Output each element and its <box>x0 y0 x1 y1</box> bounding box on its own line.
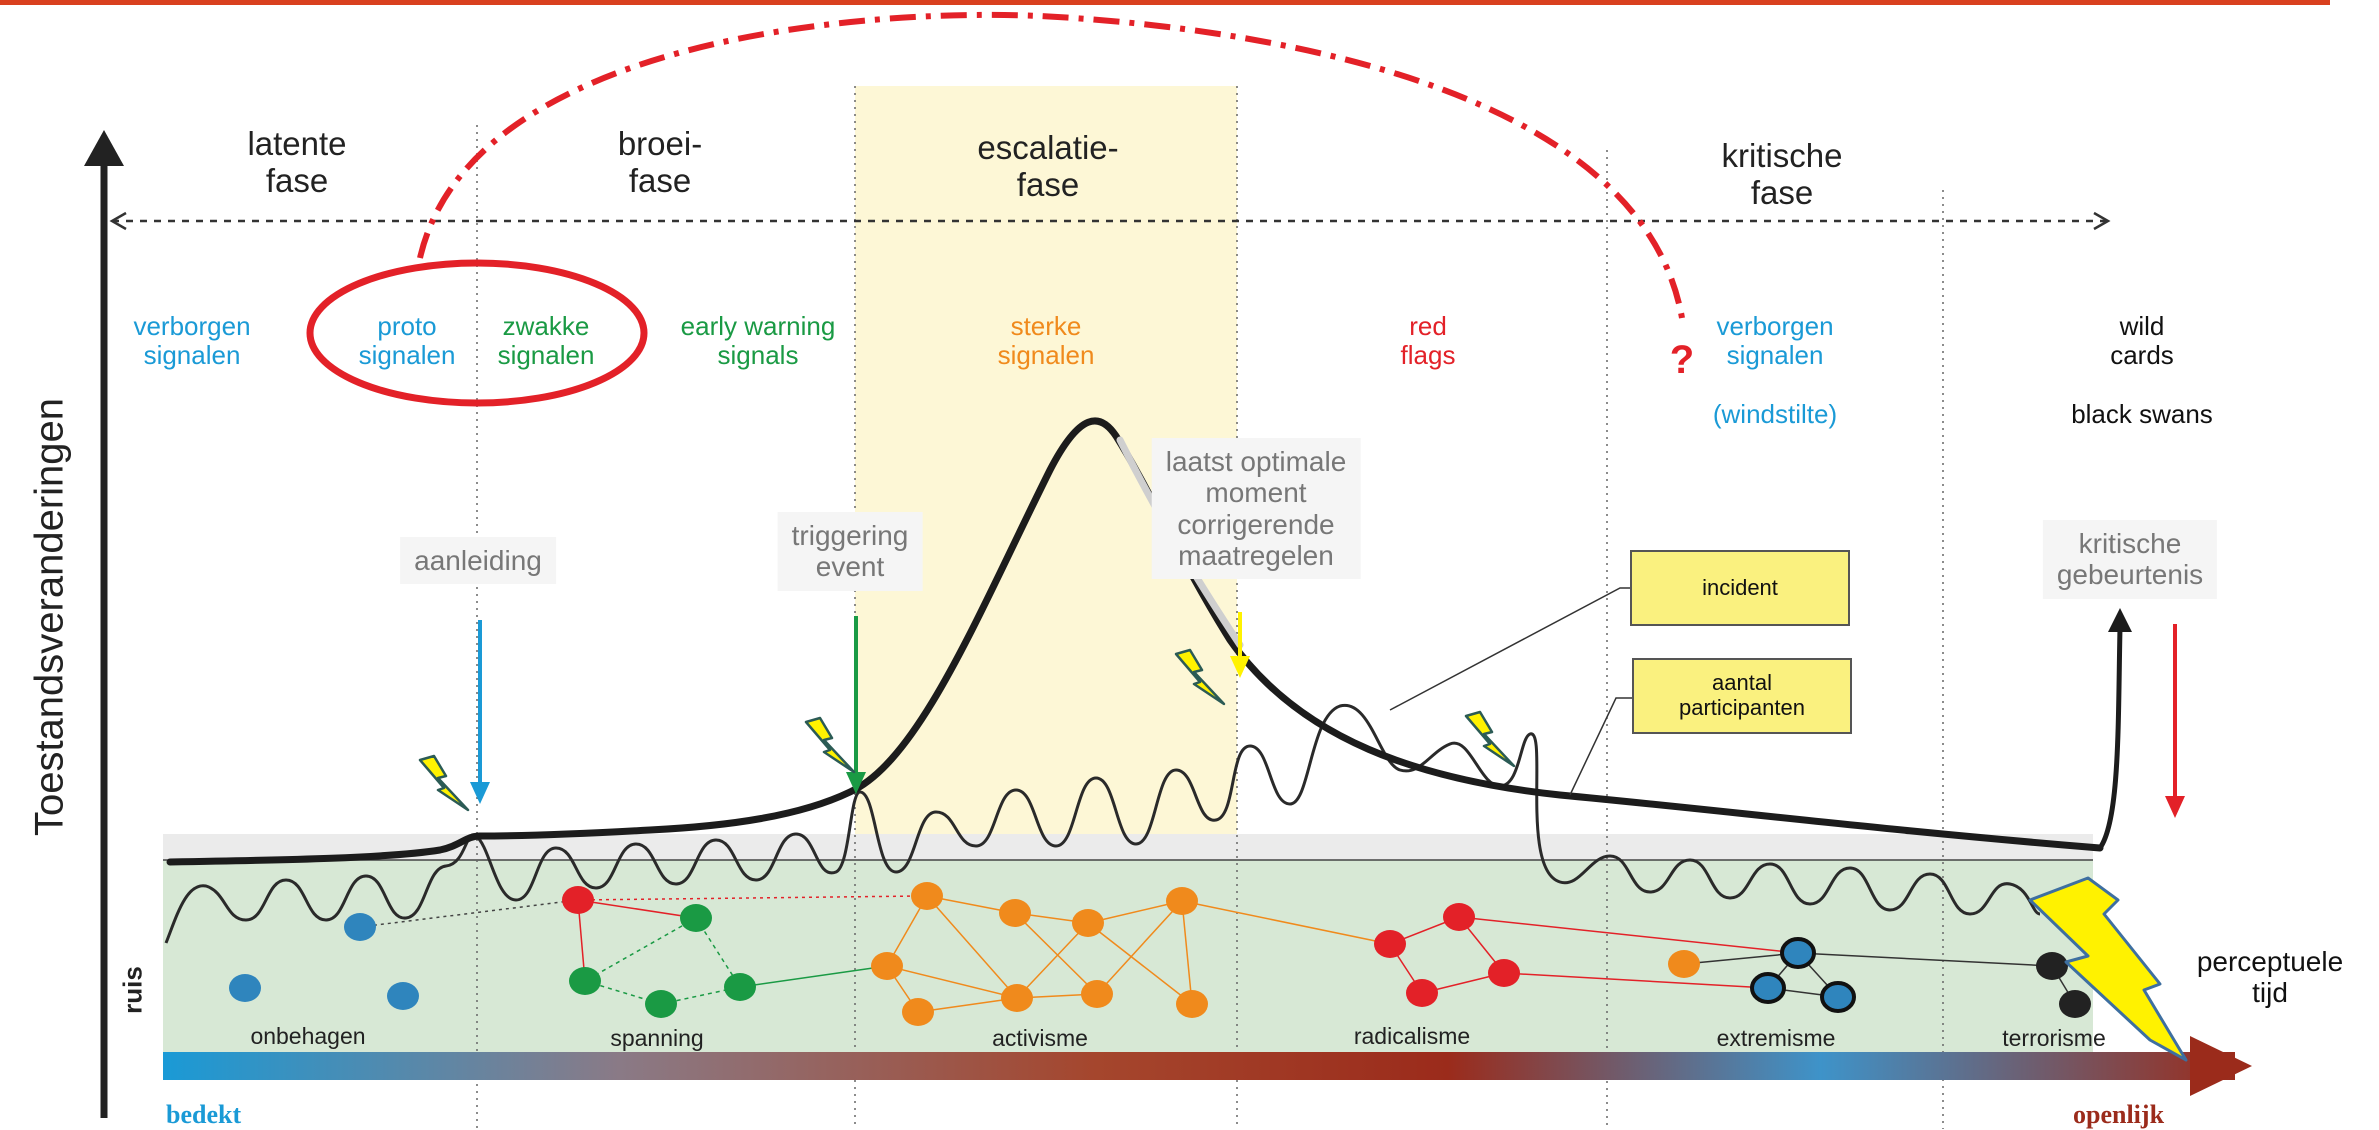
time-axis <box>163 1036 2252 1096</box>
node-blue <box>387 982 419 1010</box>
category-label: activisme <box>992 1025 1088 1051</box>
node-red <box>1443 903 1475 931</box>
box-leaders <box>1389 587 1642 796</box>
lightning-icon <box>1174 648 1226 706</box>
label-early-warning-signals: early warning signals <box>680 311 836 371</box>
lightning-icon <box>418 754 470 812</box>
node-orange <box>911 882 943 910</box>
callout-trigger: triggering event <box>777 512 923 591</box>
node-orange <box>1166 887 1198 915</box>
node-orange <box>902 998 934 1026</box>
node-dark <box>2036 952 2068 980</box>
final-rise-curve <box>2097 627 2123 850</box>
node-blue-outlined <box>1780 937 1816 969</box>
big-lightning-icon <box>2028 876 2188 1062</box>
lightning-icon <box>804 716 856 774</box>
signal-curve <box>166 417 2104 866</box>
proto-weak-ellipse <box>306 259 648 407</box>
node-red <box>1488 959 1520 987</box>
node-green <box>645 990 677 1018</box>
time-axis-end: openlijk <box>2073 1100 2165 1129</box>
node-green <box>569 967 601 995</box>
node-red <box>1374 930 1406 958</box>
node-green <box>724 973 756 1001</box>
label-black-swans: black swans <box>2071 399 2213 429</box>
noise-label: ruis <box>117 966 148 1014</box>
lightning-icon <box>1464 710 1516 768</box>
node-red <box>562 886 594 914</box>
category-label: spanning <box>610 1025 704 1051</box>
node-orange <box>1072 909 1104 937</box>
callout-critical-event: kritische gebeurtenis <box>2042 520 2218 599</box>
time-axis-label: perceptuele tijd <box>2196 946 2344 1009</box>
callout-occasion: aanleiding <box>400 537 556 585</box>
label-calm: (windstilte) <box>1712 399 1838 429</box>
node-red <box>1406 979 1438 1007</box>
node-blue <box>344 913 376 941</box>
node-orange <box>1001 984 1033 1012</box>
network-nodes <box>229 882 2091 1026</box>
question-mark: ? <box>1669 338 1695 382</box>
label-red-flags: red flags <box>1400 311 1456 371</box>
top-rule <box>0 0 2330 5</box>
node-dark <box>2059 990 2091 1018</box>
node-orange <box>1081 980 1113 1008</box>
label-strong-signals: sterke signalen <box>997 311 1095 371</box>
label-weak-signals: zwakke signalen <box>497 311 595 371</box>
node-blue <box>229 974 261 1002</box>
label-hidden-signals-left: verborgen signalen <box>133 311 251 371</box>
category-label: radicalisme <box>1353 1023 1471 1049</box>
box-participants: aantal participanten <box>1632 658 1852 734</box>
y-axis <box>84 130 124 1118</box>
label-wild-cards: wild cards <box>2110 311 2174 371</box>
node-green <box>680 904 712 932</box>
phase-span-arrow <box>109 211 2111 231</box>
node-orange <box>1176 990 1208 1018</box>
label-hidden-signals-right: verborgen signalen <box>1716 311 1834 371</box>
y-axis-label: Toestandsveranderingen <box>27 397 72 837</box>
phase-critical: kritische fase <box>1721 137 1843 211</box>
phase-escalation: escalatie- fase <box>977 129 1119 203</box>
phase-dividers <box>476 86 1944 1129</box>
category-label: onbehagen <box>250 1023 366 1049</box>
label-proto-signals: proto signalen <box>358 311 456 371</box>
box-incident: incident <box>1630 550 1850 626</box>
node-blue-outlined <box>1750 972 1786 1004</box>
phase-brooding: broei- fase <box>617 125 703 199</box>
time-axis-start: bedekt <box>166 1100 242 1129</box>
category-label: extremisme <box>1716 1025 1836 1051</box>
feedback-arc <box>417 11 1685 319</box>
node-orange <box>999 899 1031 927</box>
node-blue-outlined <box>1820 981 1856 1013</box>
phase-latent: latente fase <box>247 125 347 199</box>
callout-last-moment: laatst optimale moment corrigerende maat… <box>1151 438 1361 580</box>
node-orange <box>1668 950 1700 978</box>
node-orange <box>871 952 903 980</box>
category-label: terrorisme <box>2002 1025 2106 1051</box>
